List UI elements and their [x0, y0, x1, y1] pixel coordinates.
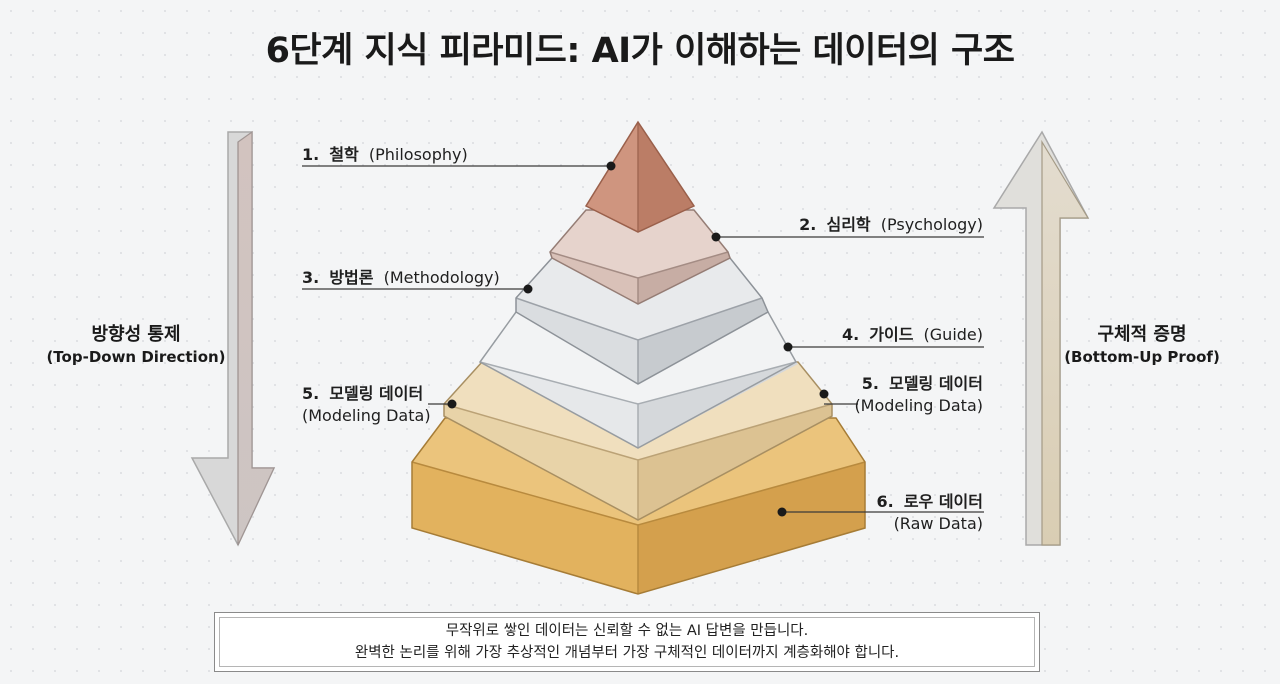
- label-guide: 4. 가이드 (Guide): [842, 325, 983, 344]
- label-modeling-right-name: 모델링 데이터: [889, 374, 983, 393]
- bottom-up-label: 구체적 증명: [1097, 324, 1186, 345]
- label-modeling-left-num: 5.: [302, 384, 319, 403]
- leader-dots: [447, 161, 829, 517]
- top-down-label: 방향성 통제: [91, 324, 180, 345]
- label-modeling-left-name: 모델링 데이터: [329, 384, 423, 403]
- label-methodology-en: (Methodology): [384, 268, 500, 287]
- bottom-up-arrow: [992, 130, 1090, 546]
- top-down-arrow: [190, 130, 276, 547]
- top-down-sublabel: (Top-Down Direction): [46, 348, 225, 366]
- label-modeling-data-left: 5. 모델링 데이터: [302, 384, 423, 403]
- label-guide-num: 4.: [842, 325, 859, 344]
- label-raw-data-num: 6.: [877, 492, 894, 511]
- label-methodology-name: 방법론: [329, 268, 373, 287]
- label-modeling-data-left-en: (Modeling Data): [302, 406, 431, 425]
- summary-note-line-1: 무작위로 쌓인 데이터는 신뢰할 수 없는 AI 답변을 만듭니다.: [445, 623, 809, 639]
- page-title: 6단계 지식 피라미드: AI가 이해하는 데이터의 구조: [265, 31, 1015, 71]
- pyramid-diagram: 1. 철학 (Philosophy) 2. 심리학 (Psychology) 3…: [46, 120, 1220, 595]
- label-raw-data: 6. 로우 데이터: [877, 492, 983, 511]
- label-modeling-data-right: 5. 모델링 데이터: [862, 374, 983, 393]
- label-raw-data-en: (Raw Data): [894, 514, 983, 533]
- label-philosophy-num: 1.: [302, 145, 319, 164]
- layer-psychology: [549, 209, 731, 305]
- label-methodology-num: 3.: [302, 268, 319, 287]
- bottom-up-sublabel: (Bottom-Up Proof): [1064, 348, 1220, 366]
- label-modeling-right-num: 5.: [862, 374, 879, 393]
- label-raw-data-name: 로우 데이터: [904, 492, 983, 511]
- label-philosophy-en: (Philosophy): [369, 145, 468, 164]
- label-methodology: 3. 방법론 (Methodology): [302, 268, 500, 287]
- summary-note-line-2: 완벽한 논리를 위해 가장 추상적인 개념부터 가장 구체적인 데이터까지 계층…: [354, 645, 900, 661]
- pyramid: [411, 120, 866, 595]
- label-psychology-en: (Psychology): [881, 215, 983, 234]
- summary-note: 무작위로 쌓인 데이터는 신뢰할 수 없는 AI 답변을 만듭니다. 완벽한 논…: [214, 612, 1040, 672]
- layer-philosophy: [584, 120, 696, 233]
- label-guide-en: (Guide): [924, 325, 983, 344]
- label-psychology-name: 심리학: [826, 215, 870, 234]
- label-philosophy-name: 철학: [329, 145, 359, 164]
- leader-lines: [302, 165, 984, 513]
- label-psychology-num: 2.: [799, 215, 816, 234]
- label-psychology: 2. 심리학 (Psychology): [799, 215, 983, 234]
- label-guide-name: 가이드: [869, 325, 913, 344]
- label-modeling-data-right-en: (Modeling Data): [854, 396, 983, 415]
- label-philosophy: 1. 철학 (Philosophy): [302, 145, 468, 164]
